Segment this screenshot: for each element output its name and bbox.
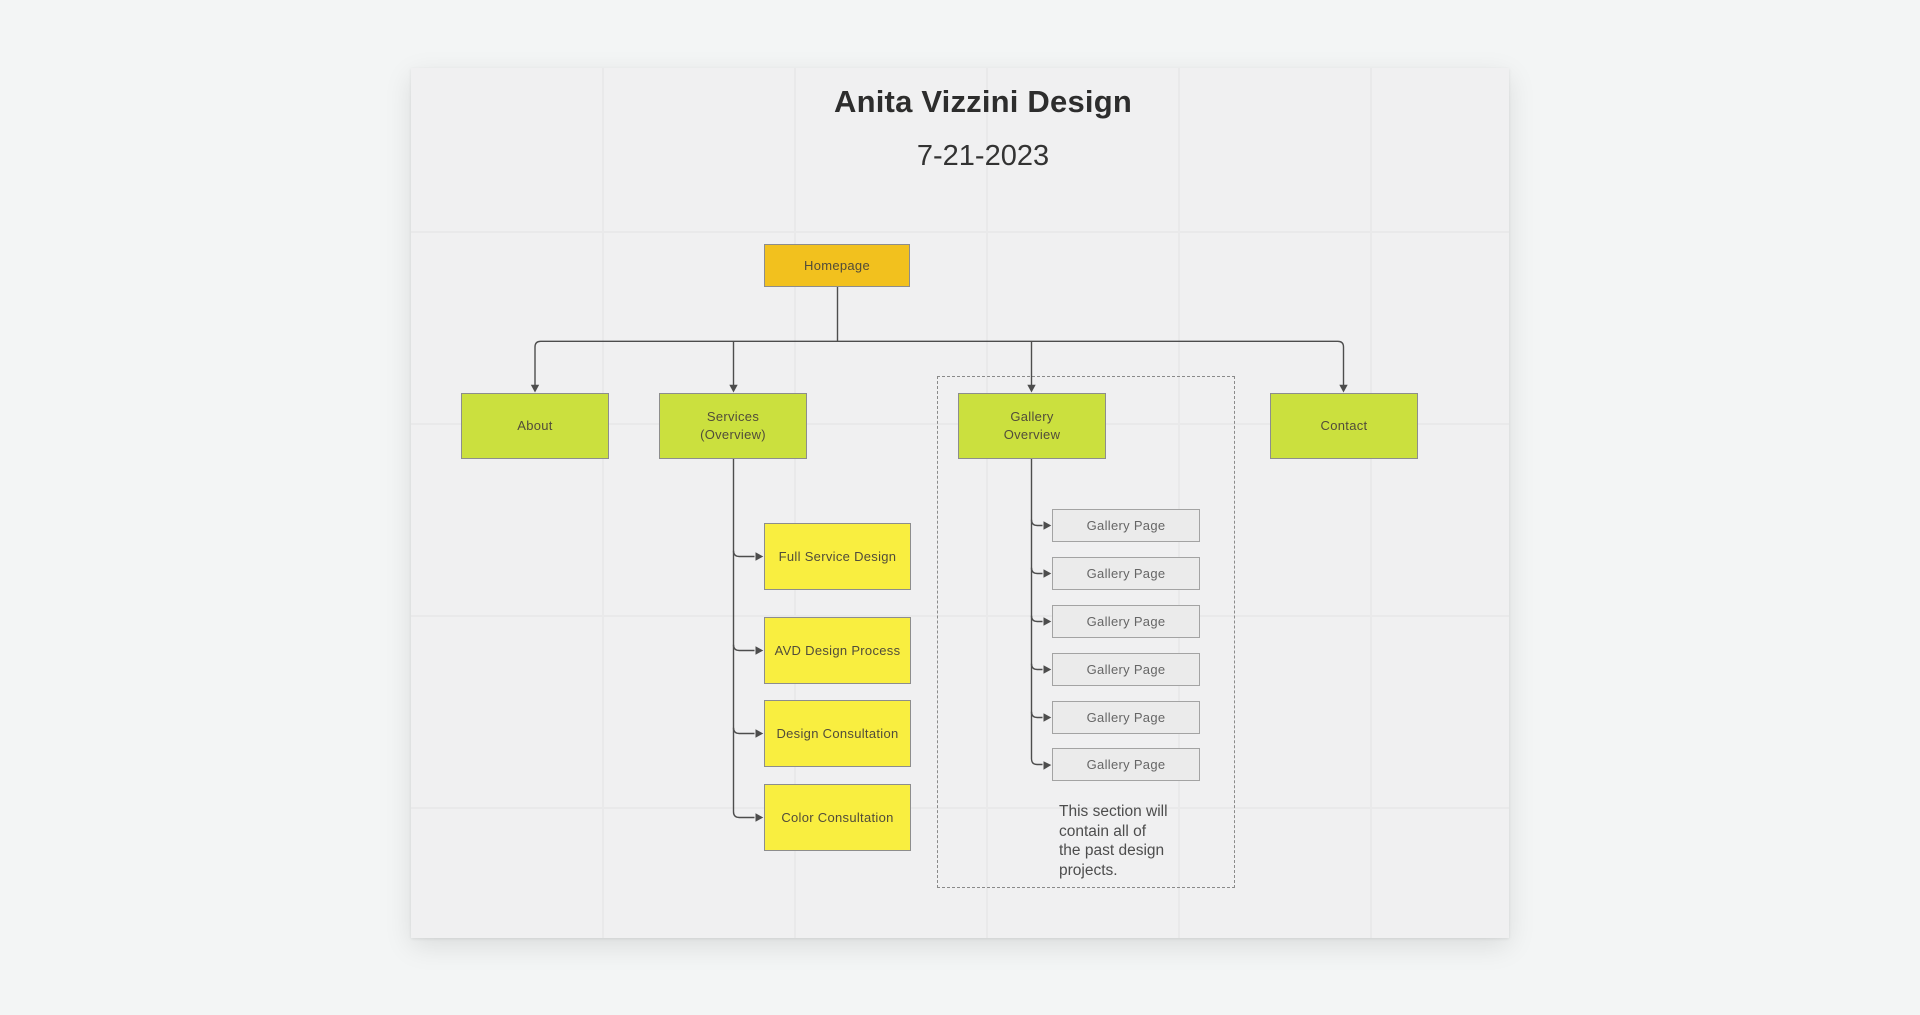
diagram-canvas — [411, 68, 1509, 938]
note-line: This section will — [1059, 803, 1168, 820]
node-label-line: Gallery — [1010, 409, 1054, 424]
note-line: contain all of — [1059, 822, 1147, 840]
diagram-title: Anita Vizzini Design — [834, 84, 1132, 119]
node-label-line: Services — [706, 409, 760, 424]
node-gallery-page-4[interactable]: Gallery Page — [1052, 653, 1200, 686]
note-line: the past design — [1059, 842, 1165, 859]
gallery-section-outline[interactable] — [937, 376, 1235, 888]
node-label-line: Contact — [1320, 418, 1368, 433]
node-contact[interactable]: Contact — [1270, 393, 1418, 459]
node-homepage[interactable]: Homepage — [764, 244, 910, 287]
arrowhead-icons — [530, 384, 1348, 822]
note-line: projects. — [1059, 861, 1118, 879]
node-label-line: Overview — [1003, 427, 1061, 442]
connector-paths — [534, 287, 1345, 819]
node-gallery-page-6[interactable]: Gallery Page — [1052, 748, 1200, 781]
node-gallery-overview[interactable]: Gallery Overview — [958, 393, 1106, 459]
gallery-section-note[interactable]: This section will contain all of the pas… — [1059, 802, 1189, 880]
node-full-service-design[interactable]: Full Service Design — [764, 523, 911, 590]
node-color-consultation[interactable]: Color Consultation — [764, 784, 911, 851]
node-services-overview[interactable]: Services (Overview) — [659, 393, 807, 459]
node-label-line: About — [517, 418, 553, 433]
node-gallery-page-3[interactable]: Gallery Page — [1052, 605, 1200, 638]
diagram-date: 7-21-2023 — [916, 140, 1050, 172]
node-label-line: (Overview) — [700, 427, 766, 442]
node-gallery-page-2[interactable]: Gallery Page — [1052, 557, 1200, 590]
node-about[interactable]: About — [461, 393, 609, 459]
node-gallery-page-1[interactable]: Gallery Page — [1052, 509, 1200, 542]
node-avd-design-process[interactable]: AVD Design Process — [764, 617, 911, 684]
node-design-consultation[interactable]: Design Consultation — [764, 700, 911, 767]
node-gallery-page-5[interactable]: Gallery Page — [1052, 701, 1200, 734]
